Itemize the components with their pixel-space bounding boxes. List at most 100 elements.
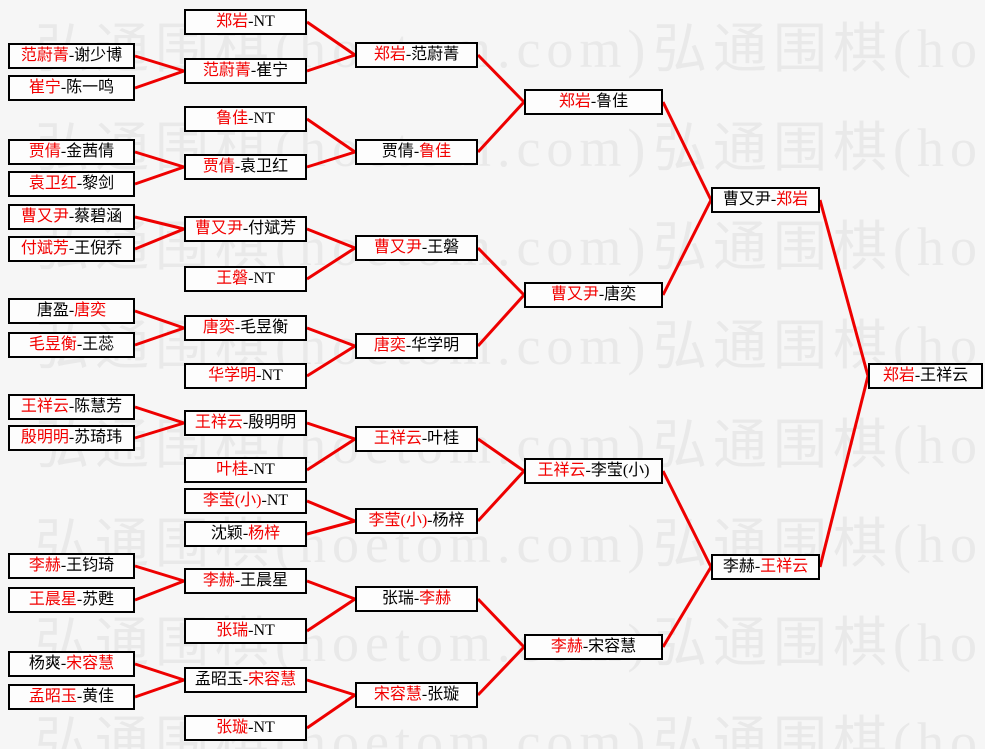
- player-name: NT: [253, 13, 275, 30]
- dash-separator: -: [427, 512, 433, 529]
- player-name: 叶桂: [427, 430, 460, 447]
- player-name: 付斌芳: [20, 240, 69, 257]
- player-name: NT: [253, 719, 275, 736]
- connector-line: [661, 199, 713, 296]
- player-name: 李莹(小): [590, 462, 650, 479]
- player-name: 王晨星: [28, 591, 77, 608]
- match-box-r2m2: 范蔚菁-崔宁: [184, 58, 307, 84]
- match-box-r2m7: 唐奕-毛昱衡: [184, 315, 307, 341]
- dash-separator: -: [256, 367, 262, 384]
- connector-line: [476, 597, 526, 649]
- match-box-r1m13: 杨爽-宋容慧: [8, 651, 135, 677]
- player-name: 李赫: [28, 557, 61, 574]
- connector-line: [306, 519, 356, 536]
- match-box-r4m4: 李赫-宋容慧: [524, 634, 663, 660]
- connector-line: [661, 566, 713, 648]
- match-box-r1m3: 贾倩-金茜倩: [8, 139, 135, 165]
- match-box-r2m4: 贾倩-袁卫红: [184, 154, 307, 180]
- connector-line: [476, 246, 526, 297]
- player-name: 宋容慧: [248, 671, 297, 688]
- match-box-r5m1: 曹又尹-郑岩: [711, 187, 820, 213]
- watermark-text: 弘通围棋(hoetom.com): [653, 613, 985, 673]
- player-name: 张璇: [216, 719, 249, 736]
- connector-line: [306, 499, 356, 523]
- player-name: 殷明明: [248, 414, 297, 431]
- player-name: 唐奕: [202, 319, 235, 336]
- connector-line: [134, 215, 185, 231]
- dash-separator: -: [261, 492, 267, 509]
- connector-line: [306, 326, 356, 348]
- player-name: 王倪乔: [74, 240, 123, 257]
- player-name: 唐盈: [36, 302, 69, 319]
- match-box-r3m8: 宋容慧-张璇: [355, 682, 478, 708]
- watermark-text: 弘通围棋(hoetom.com): [653, 712, 985, 749]
- match-box-r4m3: 王祥云-李莹(小): [524, 458, 663, 484]
- connector-line: [476, 645, 526, 697]
- connector-line: [306, 20, 356, 57]
- player-name: 黄佳: [82, 688, 115, 705]
- dash-separator: -: [248, 270, 254, 287]
- match-box-r3m3: 曹又尹-王磐: [355, 235, 478, 261]
- match-box-r2m11: 李莹(小)-NT: [184, 488, 307, 514]
- player-name: 毛昱衡: [28, 336, 77, 353]
- player-name: 王磐: [427, 239, 460, 256]
- watermark-text: 弘通围棋(hoetom.com): [35, 118, 652, 178]
- dash-separator: -: [68, 302, 75, 319]
- connector-line: [306, 437, 356, 472]
- dash-separator: -: [76, 336, 83, 353]
- player-name: 崔宁: [256, 62, 289, 79]
- match-box-r3m7: 张瑞-李赫: [355, 586, 478, 612]
- dash-separator: -: [421, 430, 428, 447]
- player-name: 王祥云: [194, 414, 243, 431]
- dash-separator: -: [242, 525, 249, 542]
- dash-separator: -: [76, 591, 83, 608]
- connector-line: [134, 150, 185, 169]
- match-box-r2m9: 王祥云-殷明明: [184, 410, 307, 436]
- match-box-r2m1: 郑岩-NT: [184, 9, 307, 35]
- player-name: 陈一鸣: [66, 79, 115, 96]
- connector-line: [134, 309, 185, 330]
- player-name: 鲁佳: [596, 93, 629, 110]
- connector-line: [306, 150, 356, 169]
- connector-line: [306, 421, 356, 441]
- player-name: 王祥云: [20, 398, 69, 415]
- match-box-r3m4: 唐奕-华学明: [355, 333, 478, 359]
- connector-line: [661, 101, 713, 201]
- player-name: 贾倩: [202, 158, 235, 175]
- match-box-r1m11: 李赫-王钧琦: [8, 553, 135, 579]
- match-box-r2m12: 沈颖-杨梓: [184, 521, 307, 547]
- connector-line: [818, 199, 870, 377]
- dash-separator: -: [248, 461, 254, 478]
- player-name: 陈慧芳: [74, 398, 123, 415]
- match-box-r1m4: 袁卫红-黎剑: [8, 171, 135, 197]
- dash-separator: -: [68, 47, 75, 64]
- match-box-r1m5: 曹又尹-蔡碧涵: [8, 204, 135, 230]
- dash-separator: -: [770, 191, 777, 208]
- match-box-r1m1: 范蔚菁-谢少博: [8, 43, 135, 69]
- player-name: 曹又尹: [550, 286, 599, 303]
- dash-separator: -: [242, 414, 249, 431]
- connector-line: [134, 326, 185, 347]
- match-box-r1m9: 王祥云-陈慧芳: [8, 394, 135, 420]
- player-name: 王祥云: [373, 430, 422, 447]
- match-box-r1m8: 毛昱衡-王蕊: [8, 332, 135, 358]
- player-name: 杨梓: [432, 512, 465, 529]
- player-name: 张瑞: [381, 590, 414, 607]
- player-name: 王晨星: [240, 572, 289, 589]
- dash-separator: -: [421, 239, 428, 256]
- match-box-r2m14: 张瑞-NT: [184, 618, 307, 644]
- dash-separator: -: [598, 286, 605, 303]
- player-name: 杨爽: [28, 655, 61, 672]
- dash-separator: -: [76, 175, 83, 192]
- player-name: 鲁佳: [419, 143, 452, 160]
- dash-separator: -: [60, 557, 67, 574]
- dash-separator: -: [582, 638, 589, 655]
- player-name: 王蕊: [82, 336, 115, 353]
- connector-line: [134, 564, 185, 583]
- match-box-r6m1: 郑岩-王祥云: [868, 363, 983, 389]
- player-name: 黎剑: [82, 175, 115, 192]
- match-box-r4m1: 郑岩-鲁佳: [524, 89, 663, 115]
- match-box-r1m7: 唐盈-唐奕: [8, 298, 135, 324]
